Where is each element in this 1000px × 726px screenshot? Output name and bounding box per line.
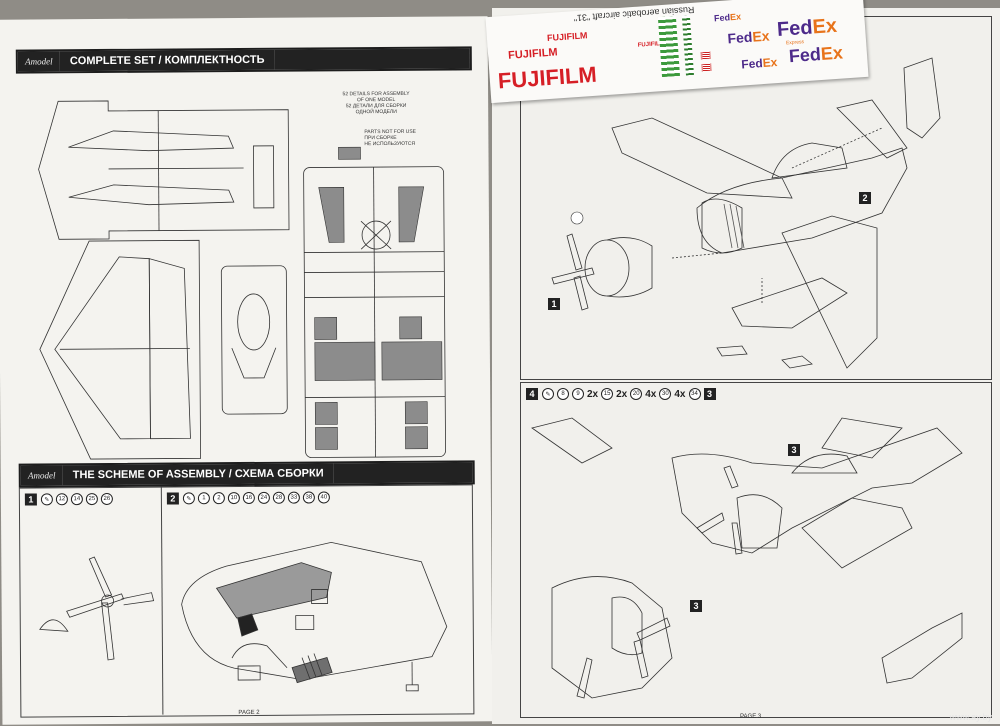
fedex-decal-large: FedEx [776,14,838,41]
fujifilm-decal-medium: FUJIFILM [507,46,559,62]
fedex-decal-small: FedEx [713,11,742,24]
step-4-ref: 3 [703,388,716,400]
page-3-footer: PAGE 3 [740,714,762,720]
sprue-diagram [38,100,446,460]
stripe-decal [657,16,681,78]
fujifilm-decal-large: FUJIFILM [497,61,598,94]
watermark: www.ay.by [949,712,992,722]
glue-icon-3: ✎ [542,388,554,400]
right-instruction-page: 1 2 4 ✎ 8 9 2x 15 2x 20 4x 30 4x 34 3 3 … [492,8,1000,724]
step-4-frame [520,382,992,718]
stripe-decal-2 [681,15,694,76]
fedex-express-label: Express [785,39,805,47]
assembly-drawings-left [39,541,448,692]
fujifilm-decal-small: FUJIFILM [546,30,588,44]
ref-marker-3b: 3 [690,600,702,612]
flag-decal [700,51,711,60]
left-instruction-page: Amodel COMPLETE SET / КОМПЛЕКТНОСТЬ [0,16,493,725]
fedex-decal-medium-2: FedEx [740,55,778,72]
ref-marker-1: 1 [548,298,560,310]
exploded-view-drawing [531,57,963,699]
flag-decal-2 [701,63,712,72]
page-2-footer: PAGE 2 [238,709,260,717]
step-4-parts: ✎ 8 9 2x 15 2x 20 4x 30 4x 34 3 [542,388,716,400]
fedex-decal-medium: FedEx [726,27,770,47]
fedex-decal-large-2: FedEx [788,42,844,67]
ref-marker-3a: 3 [788,444,800,456]
ref-marker-2: 2 [859,192,871,204]
step-4-number: 4 [526,388,538,400]
